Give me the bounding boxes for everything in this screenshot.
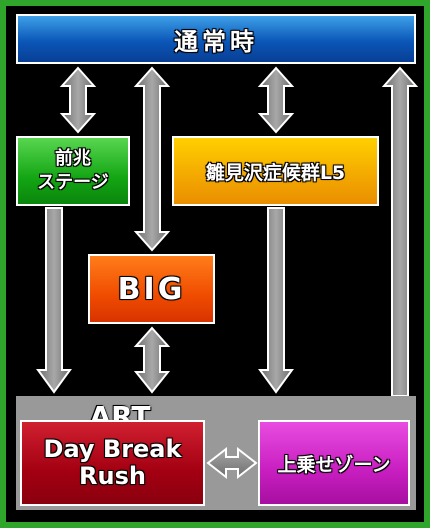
node-art-daybreak-rush: Day Break Rush [20,420,205,506]
arrow-normal-hinami [257,66,295,134]
arrow-art-uwanose [206,446,258,480]
node-normal-label: 通常時 [174,27,258,56]
arrow-normal-big [133,66,171,252]
arrow-normal-zencho [59,66,97,134]
node-uwanose-label: 上乗せゾーン [277,453,391,476]
arrow-zencho-art [36,207,72,394]
arrow-big-art [133,326,171,394]
node-uwanose-zone: 上乗せゾーン [258,420,410,506]
node-hinami-label: 雛見沢症候群L5 [205,161,346,184]
arrow-hinami-art [258,207,294,394]
node-big-label: BIG [117,271,186,307]
node-zencho-stage: 前兆 ステージ [16,136,130,206]
node-zencho-label-line2: ステージ [37,172,109,193]
node-art-label-line2: Rush [79,462,146,490]
node-normal: 通常時 [16,14,416,64]
node-big: BIG [88,254,215,324]
node-hinamizawa-l5: 雛見沢症候群L5 [172,136,379,206]
node-zencho-label-line1: 前兆 [54,148,91,169]
node-art-label-line1: Day Break [43,435,182,463]
